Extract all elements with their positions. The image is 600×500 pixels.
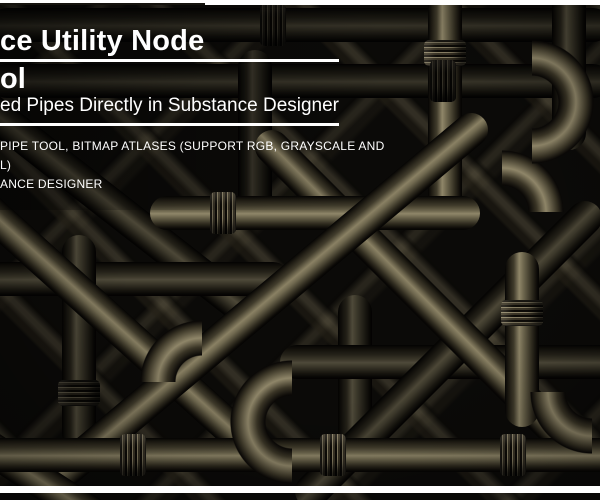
pipe: [428, 0, 462, 225]
pipe-coupling: [260, 4, 286, 46]
pipe-coupling: [210, 192, 236, 234]
title-underline: [0, 59, 339, 62]
top-gap-notch: [0, 3, 205, 5]
pipe: [0, 8, 600, 42]
pipe-coupling: [320, 434, 346, 476]
pipe-coupling: [501, 300, 543, 326]
bottom-page-gap: [0, 486, 600, 493]
feature-line: PIPE TOOL, BITMAP ATLASES (SUPPORT RGB, …: [0, 139, 385, 153]
cover-title: ce Utility Node: [0, 25, 205, 57]
pipe: [0, 64, 600, 98]
cover-tagline: ed Pipes Directly in Substance Designer: [0, 95, 340, 116]
cover-subtitle-word: ol: [0, 63, 26, 95]
top-page-gap: [0, 0, 600, 5]
pipe-coupling: [500, 434, 526, 476]
pipe-coupling: [58, 380, 100, 406]
tagline-underline: [0, 123, 339, 126]
pipe-ubend: [532, 40, 594, 164]
pipe-elbow: [530, 392, 592, 454]
pipe: [150, 196, 480, 230]
pipe-elbow: [140, 320, 202, 382]
pipe-coupling: [430, 60, 456, 102]
pipe-ubend: [230, 360, 292, 484]
feature-line: L): [0, 158, 12, 172]
pipe-coupling: [120, 434, 146, 476]
feature-line: ANCE DESIGNER: [0, 177, 103, 191]
